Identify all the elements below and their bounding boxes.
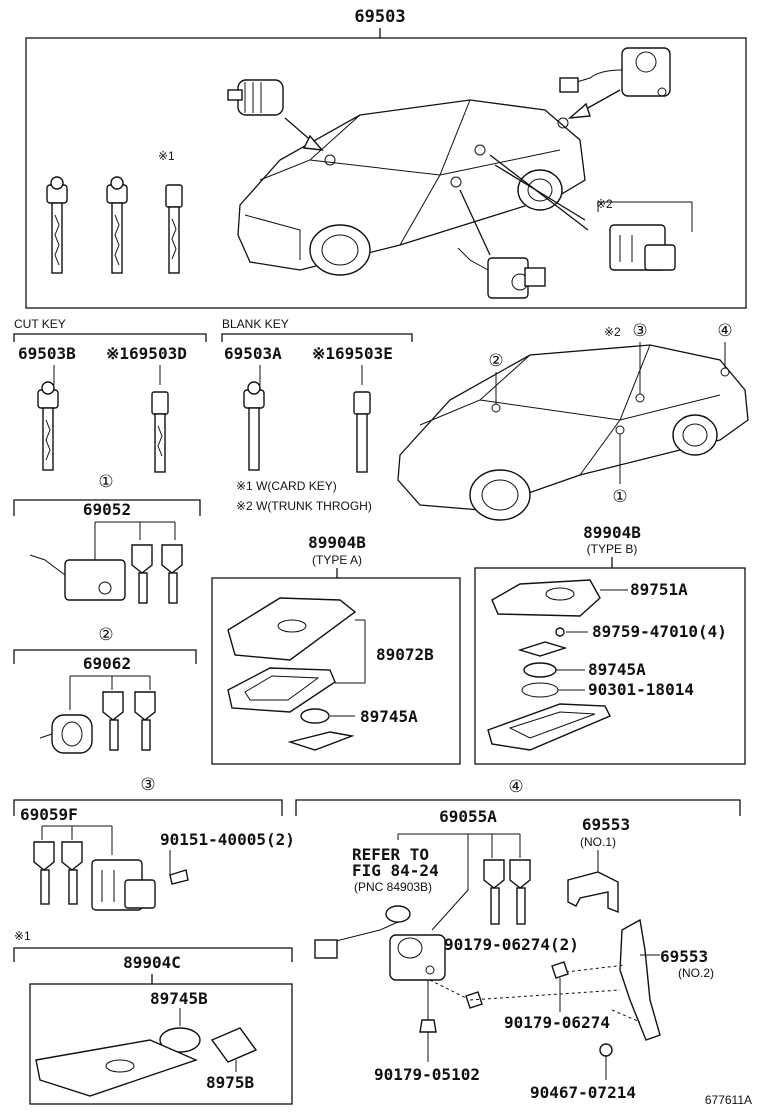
type-a-frame (211, 577, 461, 765)
ignition-switch-illustration (559, 47, 671, 97)
group2-marker: ② (98, 625, 113, 644)
top-frame (25, 37, 747, 309)
component-arrows-top (284, 89, 621, 256)
card-key-part-number: 89904C (123, 953, 181, 972)
type-b-cover-part: 89751A (630, 580, 688, 599)
type-b-oring-part: 90301-18014 (588, 680, 694, 699)
group4-ignition-set-illustration (314, 833, 531, 1062)
note-mark-2: ※2 (596, 197, 613, 211)
blank-key-part-b: ※169503E (312, 344, 393, 363)
cut-key-part-b: ※169503D (106, 344, 187, 363)
bracket1-part-number: 69553 (582, 815, 630, 834)
cut-and-blank-keys-illustration (37, 365, 371, 473)
type-a-part-number: 89904B (308, 533, 366, 552)
group1-part-number: 69052 (83, 500, 131, 519)
key-cut-illustration: ※1 (46, 149, 183, 274)
bracket1-note: (NO.1) (580, 835, 616, 849)
note-trunk-through: ※2 W(TRUNK THROGH) (236, 499, 372, 513)
door-cylinder-illustration (227, 79, 284, 116)
type-a-label: (TYPE A) (312, 553, 362, 567)
trunk-through-lock-illustration: ※2 (596, 197, 693, 271)
type-b-smart-key-illustration (487, 579, 628, 751)
note-card-key: ※1 W(CARD KEY) (236, 479, 337, 493)
group2-part-number: 69062 (83, 654, 131, 673)
refer-line-3: (PNC 84903B) (354, 880, 432, 894)
trunk-cylinder-illustration (457, 247, 546, 299)
bracket-illustration (469, 850, 661, 1080)
blank-key-label: BLANK KEY (222, 317, 289, 331)
card-key-note-mark: ※1 (14, 929, 31, 943)
group4-part-number: 69055A (439, 807, 497, 826)
location-marker-2: ② (488, 351, 503, 370)
top-part-number: 69503 (354, 7, 405, 27)
type-b-frame (474, 567, 746, 765)
location-marker-3: ③ (632, 321, 647, 340)
cut-key-part-a: 69503B (18, 344, 76, 363)
vehicle-illustration-top (237, 99, 586, 276)
group4-marker: ④ (508, 777, 523, 796)
refer-line-1: REFER TO (352, 845, 429, 864)
bracket2-part-number: 69553 (660, 947, 708, 966)
cut-key-label: CUT KEY (14, 317, 66, 331)
group3-marker: ③ (140, 775, 155, 794)
group1-door-lock-set-illustration (29, 521, 183, 604)
card-key-sheet-part: 8975B (206, 1073, 255, 1092)
vehicle-illustration-locations (397, 342, 749, 521)
card-key-battery-part: 89745B (150, 989, 208, 1008)
type-a-smart-key-illustration (227, 597, 366, 751)
card-key-frame (29, 983, 293, 1105)
location-note-mark: ※2 (604, 325, 621, 339)
group3-part-number: 69059F (20, 805, 78, 824)
refer-line-2: FIG 84-24 (352, 861, 439, 880)
type-a-case-part: 89072B (376, 645, 434, 664)
group3-trunk-lock-set-illustration (33, 825, 189, 911)
figure-code: 677611A (705, 1093, 752, 1107)
type-b-battery-part: 89745A (588, 660, 646, 679)
location-marker-4: ④ (717, 321, 732, 340)
bracket-nut-part: 90179-06274 (504, 1013, 610, 1032)
type-b-label: (TYPE B) (587, 542, 638, 556)
group3-screw-part: 90151-40005(2) (160, 830, 295, 849)
card-key-illustration (35, 1008, 258, 1097)
type-b-part-number: 89904B (583, 523, 641, 542)
location-marker-1: ① (612, 487, 627, 506)
blank-key-part-a: 69503A (224, 344, 282, 363)
bracket-clip-part: 90467-07214 (530, 1083, 636, 1102)
group4-nut-part: 90179-06274(2) (444, 935, 579, 954)
type-b-screw-part: 89759-47010(4) (592, 622, 727, 641)
note-mark-1: ※1 (158, 149, 175, 163)
group4-bolt-part: 90179-05102 (374, 1065, 480, 1084)
group1-marker: ① (98, 472, 113, 491)
type-a-battery-part: 89745A (360, 707, 418, 726)
group2-cylinder-set-illustration (39, 675, 156, 754)
bracket2-note: (NO.2) (678, 966, 714, 980)
